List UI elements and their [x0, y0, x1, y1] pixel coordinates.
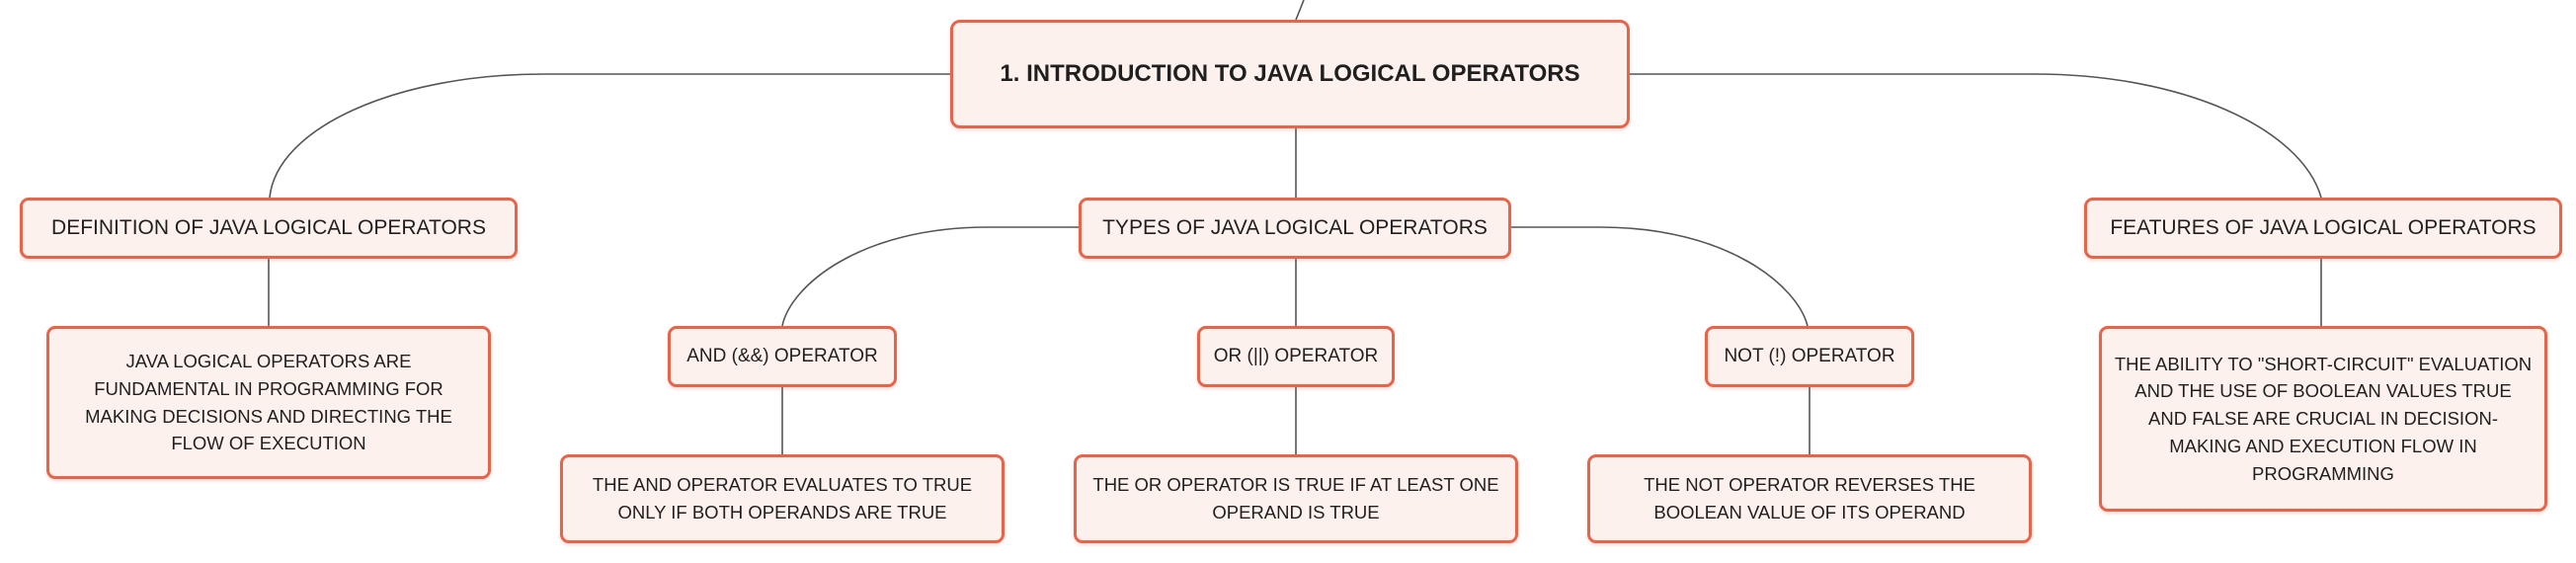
not-operator-detail[interactable]: THE NOT OPERATOR REVERSES THE BOOLEAN VA…: [1587, 454, 2032, 543]
not-operator-node[interactable]: NOT (!) OPERATOR: [1705, 326, 1914, 387]
definition-detail-text: JAVA LOGICAL OPERATORS ARE FUNDAMENTAL I…: [85, 351, 452, 454]
branch-types-label: TYPES OF JAVA LOGICAL OPERATORS: [1102, 216, 1488, 239]
edge-root-definition: [269, 73, 950, 199]
branch-definition[interactable]: DEFINITION OF JAVA LOGICAL OPERATORS: [20, 198, 518, 259]
edge-types-not: [1511, 226, 1809, 327]
or-operator-detail[interactable]: THE OR OPERATOR IS TRUE IF AT LEAST ONE …: [1074, 454, 1518, 543]
edge-parent-stub: [1295, 0, 1305, 21]
edge-root-features: [1630, 73, 2322, 199]
branch-features-label: FEATURES OF JAVA LOGICAL OPERATORS: [2110, 216, 2536, 239]
edge-types-and: [781, 226, 1079, 327]
root-label: 1. INTRODUCTION TO JAVA LOGICAL OPERATOR…: [1000, 60, 1580, 87]
not-operator-label: NOT (!) OPERATOR: [1724, 346, 1895, 366]
branch-definition-label: DEFINITION OF JAVA LOGICAL OPERATORS: [51, 216, 486, 239]
or-operator-label: OR (||) OPERATOR: [1213, 346, 1379, 366]
and-operator-detail-text: THE AND OPERATOR EVALUATES TO TRUE ONLY …: [592, 474, 973, 523]
and-operator-label: AND (&&) OPERATOR: [686, 346, 878, 366]
root-node[interactable]: 1. INTRODUCTION TO JAVA LOGICAL OPERATOR…: [950, 20, 1630, 128]
not-operator-detail-text: THE NOT OPERATOR REVERSES THE BOOLEAN VA…: [1644, 474, 1975, 523]
features-detail[interactable]: THE ABILITY TO "SHORT-CIRCUIT" EVALUATIO…: [2099, 326, 2547, 512]
or-operator-detail-text: THE OR OPERATOR IS TRUE IF AT LEAST ONE …: [1092, 474, 1499, 523]
definition-detail[interactable]: JAVA LOGICAL OPERATORS ARE FUNDAMENTAL I…: [46, 326, 491, 479]
features-detail-text: THE ABILITY TO "SHORT-CIRCUIT" EVALUATIO…: [2114, 353, 2533, 484]
and-operator-detail[interactable]: THE AND OPERATOR EVALUATES TO TRUE ONLY …: [560, 454, 1005, 543]
branch-types[interactable]: TYPES OF JAVA LOGICAL OPERATORS: [1079, 198, 1511, 259]
and-operator-node[interactable]: AND (&&) OPERATOR: [668, 326, 897, 387]
or-operator-node[interactable]: OR (||) OPERATOR: [1197, 326, 1395, 387]
branch-features[interactable]: FEATURES OF JAVA LOGICAL OPERATORS: [2084, 198, 2562, 259]
